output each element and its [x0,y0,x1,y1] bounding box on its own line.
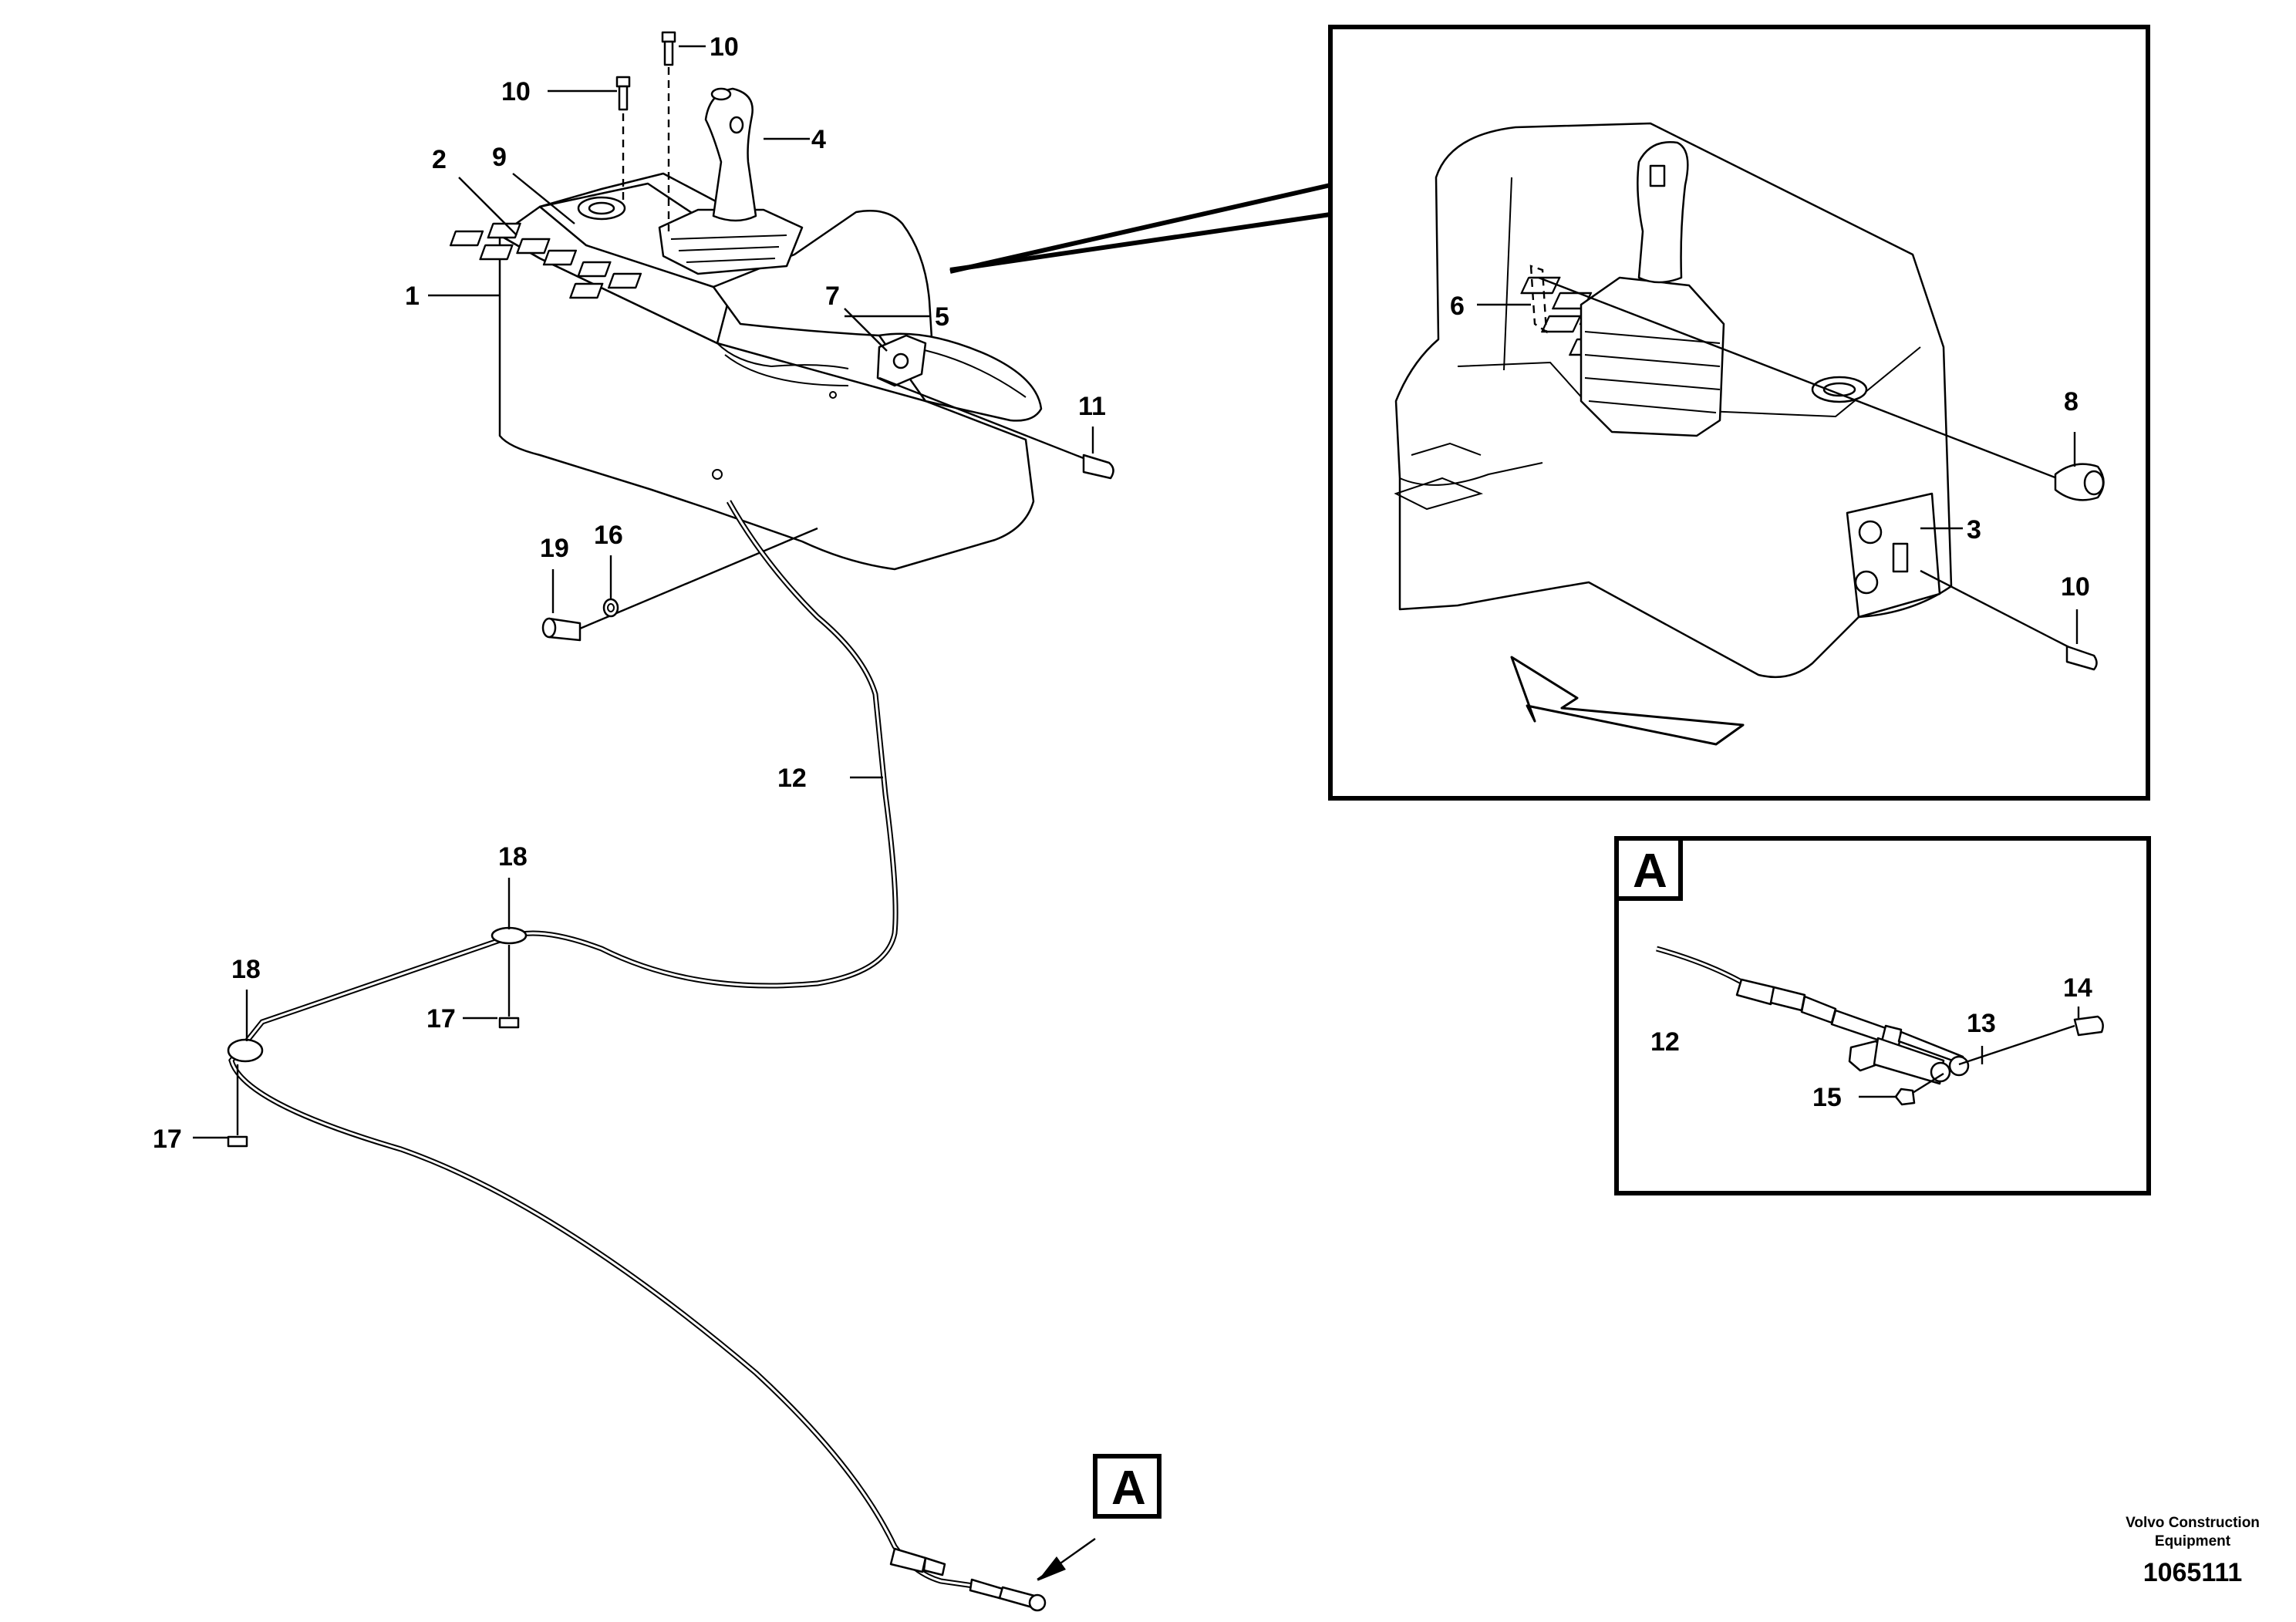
callout-10-c: 10 [2061,572,2090,602]
callout-12-detail: 12 [1650,1027,1680,1057]
callout-10-b: 10 [710,32,739,62]
bolt-10-top-left [615,76,631,111]
detail-a-pointer [1037,1538,1096,1581]
callout-labels: 10 10 4 2 9 1 7 5 11 19 16 12 18 18 17 1… [153,32,2092,1154]
detail-letter-box: A [1633,845,1667,898]
callout-14: 14 [2063,973,2092,1003]
bolt-10-top-right [661,31,676,66]
callout-5: 5 [935,302,949,332]
callout-2: 2 [432,145,447,174]
callout-16: 16 [594,521,623,550]
callout-1: 1 [405,282,420,311]
callout-6: 6 [1450,292,1465,321]
callout-17-right: 17 [426,1004,456,1034]
callout-13: 13 [1967,1009,1996,1038]
callout-15: 15 [1812,1083,1842,1112]
callout-4: 4 [811,125,826,154]
drawing-footer: Volvo Construction Equipment 1065111 [2126,1515,2260,1587]
inset-detail-view [949,25,2150,801]
cable-hose-12 [228,500,1047,1612]
leader-lines [193,45,2080,1139]
callout-8: 8 [2064,387,2079,416]
detail-a-view [1614,836,2151,1195]
callout-3: 3 [1967,515,1981,545]
company-name-line1: Volvo Construction [2126,1515,2260,1531]
detail-letter-main: A [1111,1462,1146,1515]
callout-19: 19 [540,534,569,563]
callout-18-right: 18 [498,842,528,872]
callout-12-main: 12 [777,764,807,793]
bolt-19-washer-16 [541,527,818,642]
callout-17-left: 17 [153,1125,182,1154]
clamp-18-left [227,1038,264,1148]
callout-7: 7 [825,282,840,311]
callout-11: 11 [1078,392,1106,421]
drawing-number: 1065111 [2143,1558,2243,1587]
company-name-line2: Equipment [2155,1533,2231,1549]
control-console [449,54,1043,571]
callout-10-a: 10 [501,77,531,106]
bolt-11 [878,376,1114,480]
callout-18-left: 18 [231,955,261,984]
detail-ref-main: A [1093,1454,1161,1519]
callout-9: 9 [492,143,507,172]
